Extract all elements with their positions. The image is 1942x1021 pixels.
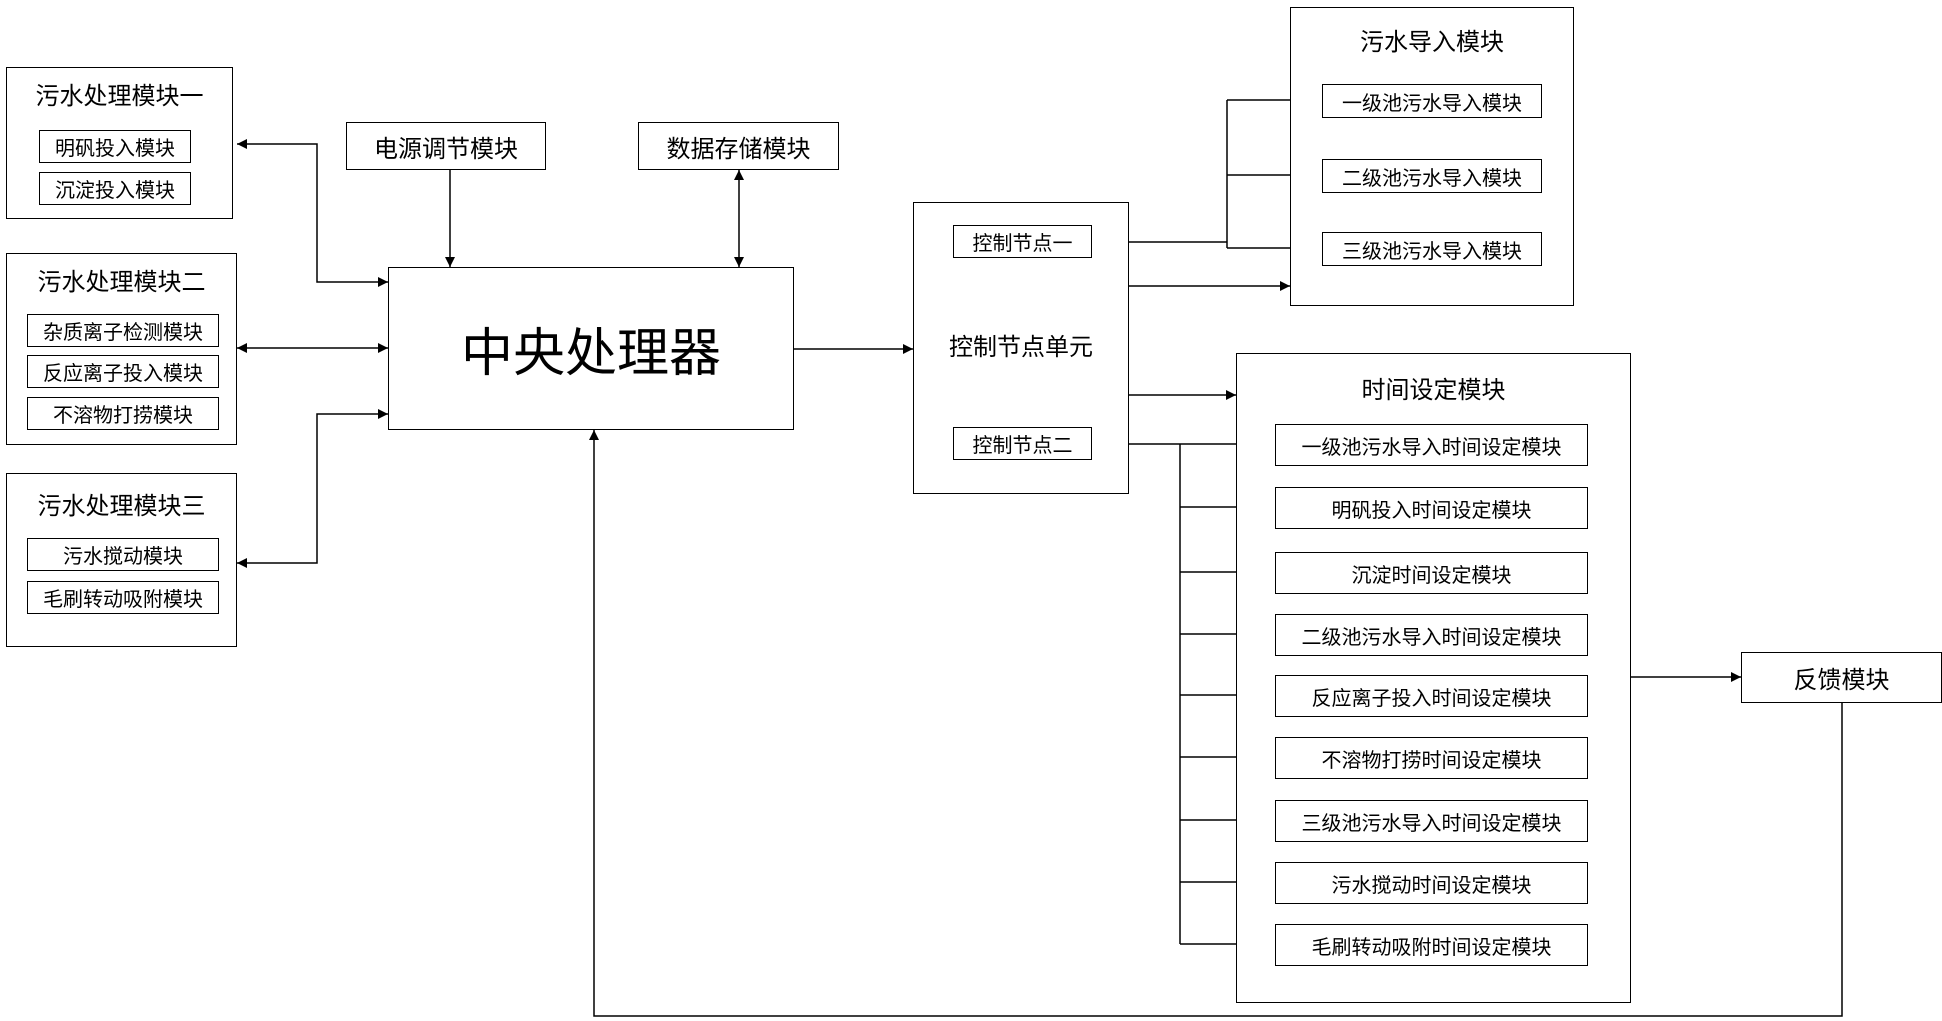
treatment-2-item-3: 不溶物打捞模块 [27,397,219,430]
control-node-1: 控制节点一 [953,225,1092,258]
power-module: 电源调节模块 [346,122,546,170]
inflow-item-3: 三级池污水导入模块 [1322,232,1542,266]
inflow-item-2: 二级池污水导入模块 [1322,159,1542,193]
treatment-module-3-title: 污水处理模块三 [37,492,206,520]
link-feedback-cpu [589,430,1843,1017]
control-node-unit: 控制节点一 控制节点单元 控制节点二 [913,202,1129,494]
treatment-module-2-title: 污水处理模块二 [37,268,206,296]
treatment-3-item-2: 毛刷转动吸附模块 [27,581,219,614]
timing-item-3: 沉淀时间设定模块 [1275,552,1588,594]
treatment-1-item-1: 明矾投入模块 [39,130,191,163]
treatment-module-1: 污水处理模块一 明矾投入模块 沉淀投入模块 [6,67,233,219]
timing-item-7: 三级池污水导入时间设定模块 [1275,800,1588,842]
timing-item-6: 不溶物打捞时间设定模块 [1275,737,1588,779]
timing-module: 时间设定模块 一级池污水导入时间设定模块 明矾投入时间设定模块 沉淀时间设定模块… [1236,353,1631,1003]
treatment-module-1-title: 污水处理模块一 [35,82,204,110]
timing-item-9: 毛刷转动吸附时间设定模块 [1275,924,1588,966]
treatment-1-item-2: 沉淀投入模块 [39,172,191,205]
timing-module-title: 时间设定模块 [1361,376,1506,404]
link-cpu-treatment3 [237,409,388,568]
treatment-3-item-1: 污水搅动模块 [27,538,219,571]
treatment-module-3: 污水处理模块三 污水搅动模块 毛刷转动吸附模块 [6,473,237,647]
storage-module: 数据存储模块 [638,122,839,170]
treatment-2-item-1: 杂质离子检测模块 [27,314,219,347]
control-node-unit-title: 控制节点单元 [949,333,1093,361]
inflow-item-1: 一级池污水导入模块 [1322,84,1542,118]
timing-item-4: 二级池污水导入时间设定模块 [1275,614,1588,656]
control-node-2: 控制节点二 [953,427,1092,460]
timing-item-1: 一级池污水导入时间设定模块 [1275,424,1588,466]
timing-item-2: 明矾投入时间设定模块 [1275,487,1588,529]
link-cpu-treatment1 [237,139,388,287]
central-processor: 中央处理器 [388,267,794,430]
treatment-module-2: 污水处理模块二 杂质离子检测模块 反应离子投入模块 不溶物打捞模块 [6,253,237,445]
inflow-module: 污水导入模块 一级池污水导入模块 二级池污水导入模块 三级池污水导入模块 [1290,7,1574,306]
timing-item-5: 反应离子投入时间设定模块 [1275,675,1588,717]
inflow-module-title: 污水导入模块 [1360,28,1504,56]
treatment-2-item-2: 反应离子投入模块 [27,355,219,388]
feedback-module: 反馈模块 [1741,652,1942,703]
timing-item-8: 污水搅动时间设定模块 [1275,862,1588,904]
